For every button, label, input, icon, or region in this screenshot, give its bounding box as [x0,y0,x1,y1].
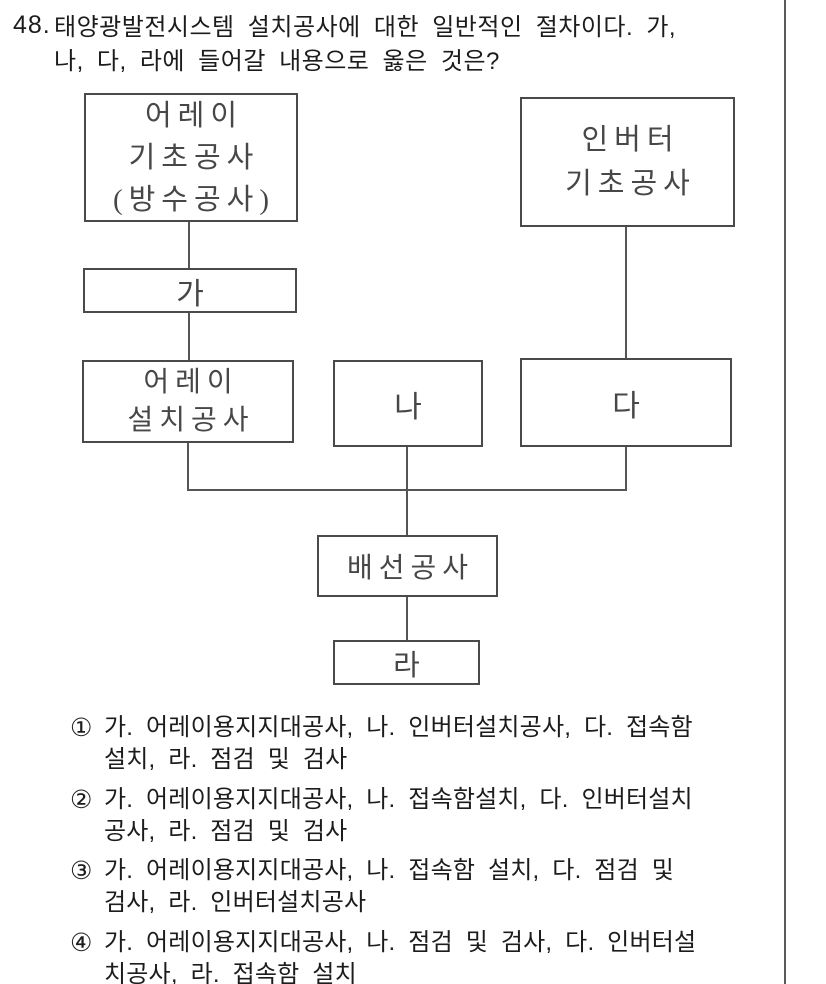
connector-da-down [625,447,627,491]
choice-2: ② 가. 어레이용지지대공사, 나. 접속함설치, 다. 인버터설치 공사, 라… [70,784,775,848]
choice-4-line2: 치공사, 라. 접속함 설치 [104,961,357,984]
flow-box-inverter-foundation: 인버터 기초공사 [520,97,735,227]
choice-1-marker: ① [70,714,93,742]
procedure-flowchart: 어레이 기초공사 (방수공사) 가 인버터 기초공사 어레이 설치공사 나 다 … [82,93,735,685]
flow-box-da-label: 다 [612,389,646,423]
flow-box-inverter-foundation-line2: 기초공사 [565,168,696,200]
flow-box-array-foundation-line2: 기초공사 [128,141,260,174]
question-text: 태양광발전시스템 설치공사에 대한 일반적인 절차이다. 가, 나, 다, 라에… [54,11,774,79]
connector-na-to-wiring [406,447,408,535]
choice-3-marker: ③ [70,857,93,885]
page-column-border [784,0,786,984]
choice-3-text: 가. 어레이용지지대공사, 나. 접속함 설치, 다. 점검 및 검사, 라. … [104,855,775,919]
question-line-1: 태양광발전시스템 설치공사에 대한 일반적인 절차이다. 가, [54,14,677,41]
choice-1: ① 가. 어레이용지지대공사, 나. 인버터설치공사, 다. 접속함 설치, 라… [70,712,775,776]
choice-3-line2: 검사, 라. 인버터설치공사 [104,889,367,916]
choice-1-line1: 가. 어레이용지지대공사, 나. 인버터설치공사, 다. 접속함 [104,714,693,741]
choice-3: ③ 가. 어레이용지지대공사, 나. 접속함 설치, 다. 점검 및 검사, 라… [70,855,775,919]
choice-2-line1: 가. 어레이용지지대공사, 나. 접속함설치, 다. 인버터설치 [104,786,693,813]
flow-box-array-install-line2: 설치공사 [127,404,255,436]
flow-box-array-foundation: 어레이 기초공사 (방수공사) [84,93,298,222]
flow-box-ra-label: 라 [393,649,426,682]
connector-ga-to-array-install [188,313,190,360]
flow-box-da: 다 [520,358,732,447]
choice-4: ④ 가. 어레이용지지대공사, 나. 점검 및 검사, 다. 인버터설 치공사,… [70,927,775,984]
flow-box-array-install: 어레이 설치공사 [82,360,294,443]
question-line-2: 나, 다, 라에 들어갈 내용으로 옳은 것은? [54,48,500,75]
flow-box-array-install-line1: 어레이 [143,366,239,398]
choice-1-text: 가. 어레이용지지대공사, 나. 인버터설치공사, 다. 접속함 설치, 라. … [104,712,775,776]
flow-box-inverter-foundation-line1: 인버터 [581,124,680,156]
choice-2-text: 가. 어레이용지지대공사, 나. 접속함설치, 다. 인버터설치 공사, 라. … [104,784,775,848]
connector-wiring-to-ra [406,597,408,640]
flow-box-array-foundation-line1: 어레이 [144,99,244,132]
choice-2-marker: ② [70,786,93,814]
choice-2-line2: 공사, 라. 점검 및 검사 [104,818,348,845]
flow-box-ga: 가 [83,268,297,313]
choice-4-text: 가. 어레이용지지대공사, 나. 점검 및 검사, 다. 인버터설 치공사, 라… [104,927,775,984]
connector-array-install-down [187,443,189,490]
flow-box-wiring-label: 배선공사 [346,553,475,584]
choice-4-marker: ④ [70,929,93,957]
connector-array-foundation-to-ga [188,222,190,268]
choice-1-line2: 설치, 라. 점검 및 검사 [104,746,348,773]
choice-3-line1: 가. 어레이용지지대공사, 나. 접속함 설치, 다. 점검 및 [104,857,675,884]
flow-box-na-label: 나 [394,390,428,424]
question-number: 48. [13,11,51,39]
flow-box-array-foundation-line3: (방수공사) [112,183,276,216]
choice-4-line1: 가. 어레이용지지대공사, 나. 점검 및 검사, 다. 인버터설 [104,929,697,956]
flow-box-ga-label: 가 [176,277,210,311]
flow-box-wiring: 배선공사 [317,535,498,597]
flow-box-ra: 라 [333,640,480,685]
connector-merge-horizontal [187,489,627,491]
flow-box-na: 나 [333,360,483,447]
connector-inverter-foundation-to-da [625,227,627,358]
